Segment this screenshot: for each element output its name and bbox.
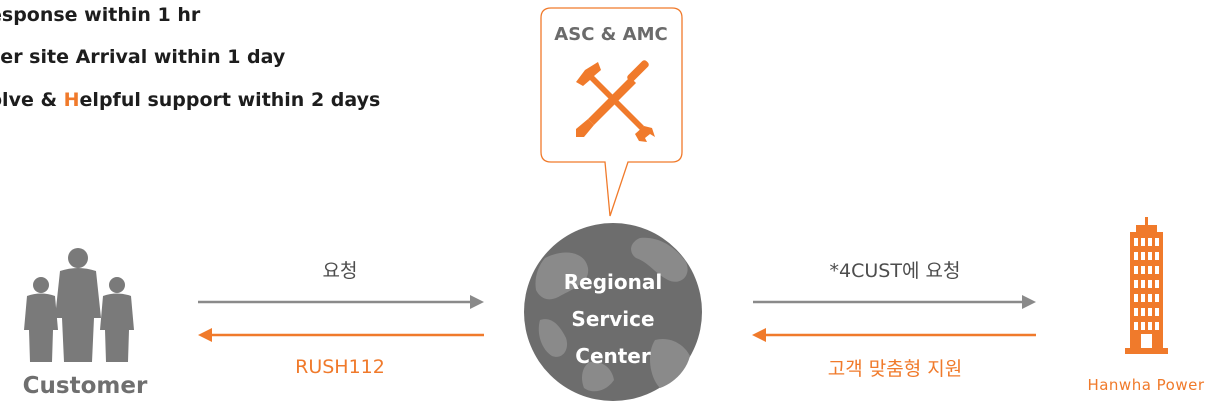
promise-solve-prefix: olve & bbox=[0, 89, 58, 111]
customer-label: Customer bbox=[22, 373, 148, 399]
center-line-2: Service bbox=[571, 307, 655, 331]
office-building-icon bbox=[1125, 217, 1168, 354]
promise-solve: olve & Helpful support within 2 days bbox=[0, 89, 380, 111]
company-label: Hanwha Power bbox=[1087, 376, 1205, 394]
promise-solve-text: elpful support within 2 days bbox=[79, 89, 381, 111]
regional-service-center-label: Regional Service Center bbox=[546, 264, 680, 375]
promise-arrival: ser site Arrival within 1 day bbox=[0, 46, 285, 68]
globe bbox=[524, 223, 702, 401]
promise-arrival-text: ser site Arrival within 1 day bbox=[0, 46, 286, 68]
company-to-center-arrow bbox=[752, 328, 1036, 342]
center-to-customer-arrow bbox=[198, 328, 484, 342]
center-line-1: Regional bbox=[563, 270, 663, 294]
promise-response-text: esponse within 1 hr bbox=[0, 4, 201, 26]
center-to-company-arrow bbox=[753, 295, 1036, 309]
people-group-icon bbox=[24, 248, 134, 362]
left-request-label: 요청 bbox=[322, 260, 358, 282]
callout-title: ASC & AMC bbox=[554, 24, 668, 45]
left-response-label: RUSH112 bbox=[295, 356, 385, 378]
promise-solve-highlight: H bbox=[63, 89, 80, 111]
customer-to-center-arrow bbox=[198, 295, 484, 309]
right-response-label: 고객 맞춤형 지원 bbox=[827, 358, 963, 380]
wrench-screwdriver-icon bbox=[576, 60, 655, 142]
promise-response: esponse within 1 hr bbox=[0, 4, 200, 26]
center-line-3: Center bbox=[575, 344, 651, 368]
right-request-label: *4CUST에 요청 bbox=[829, 260, 961, 282]
callout-bubble bbox=[540, 7, 683, 217]
